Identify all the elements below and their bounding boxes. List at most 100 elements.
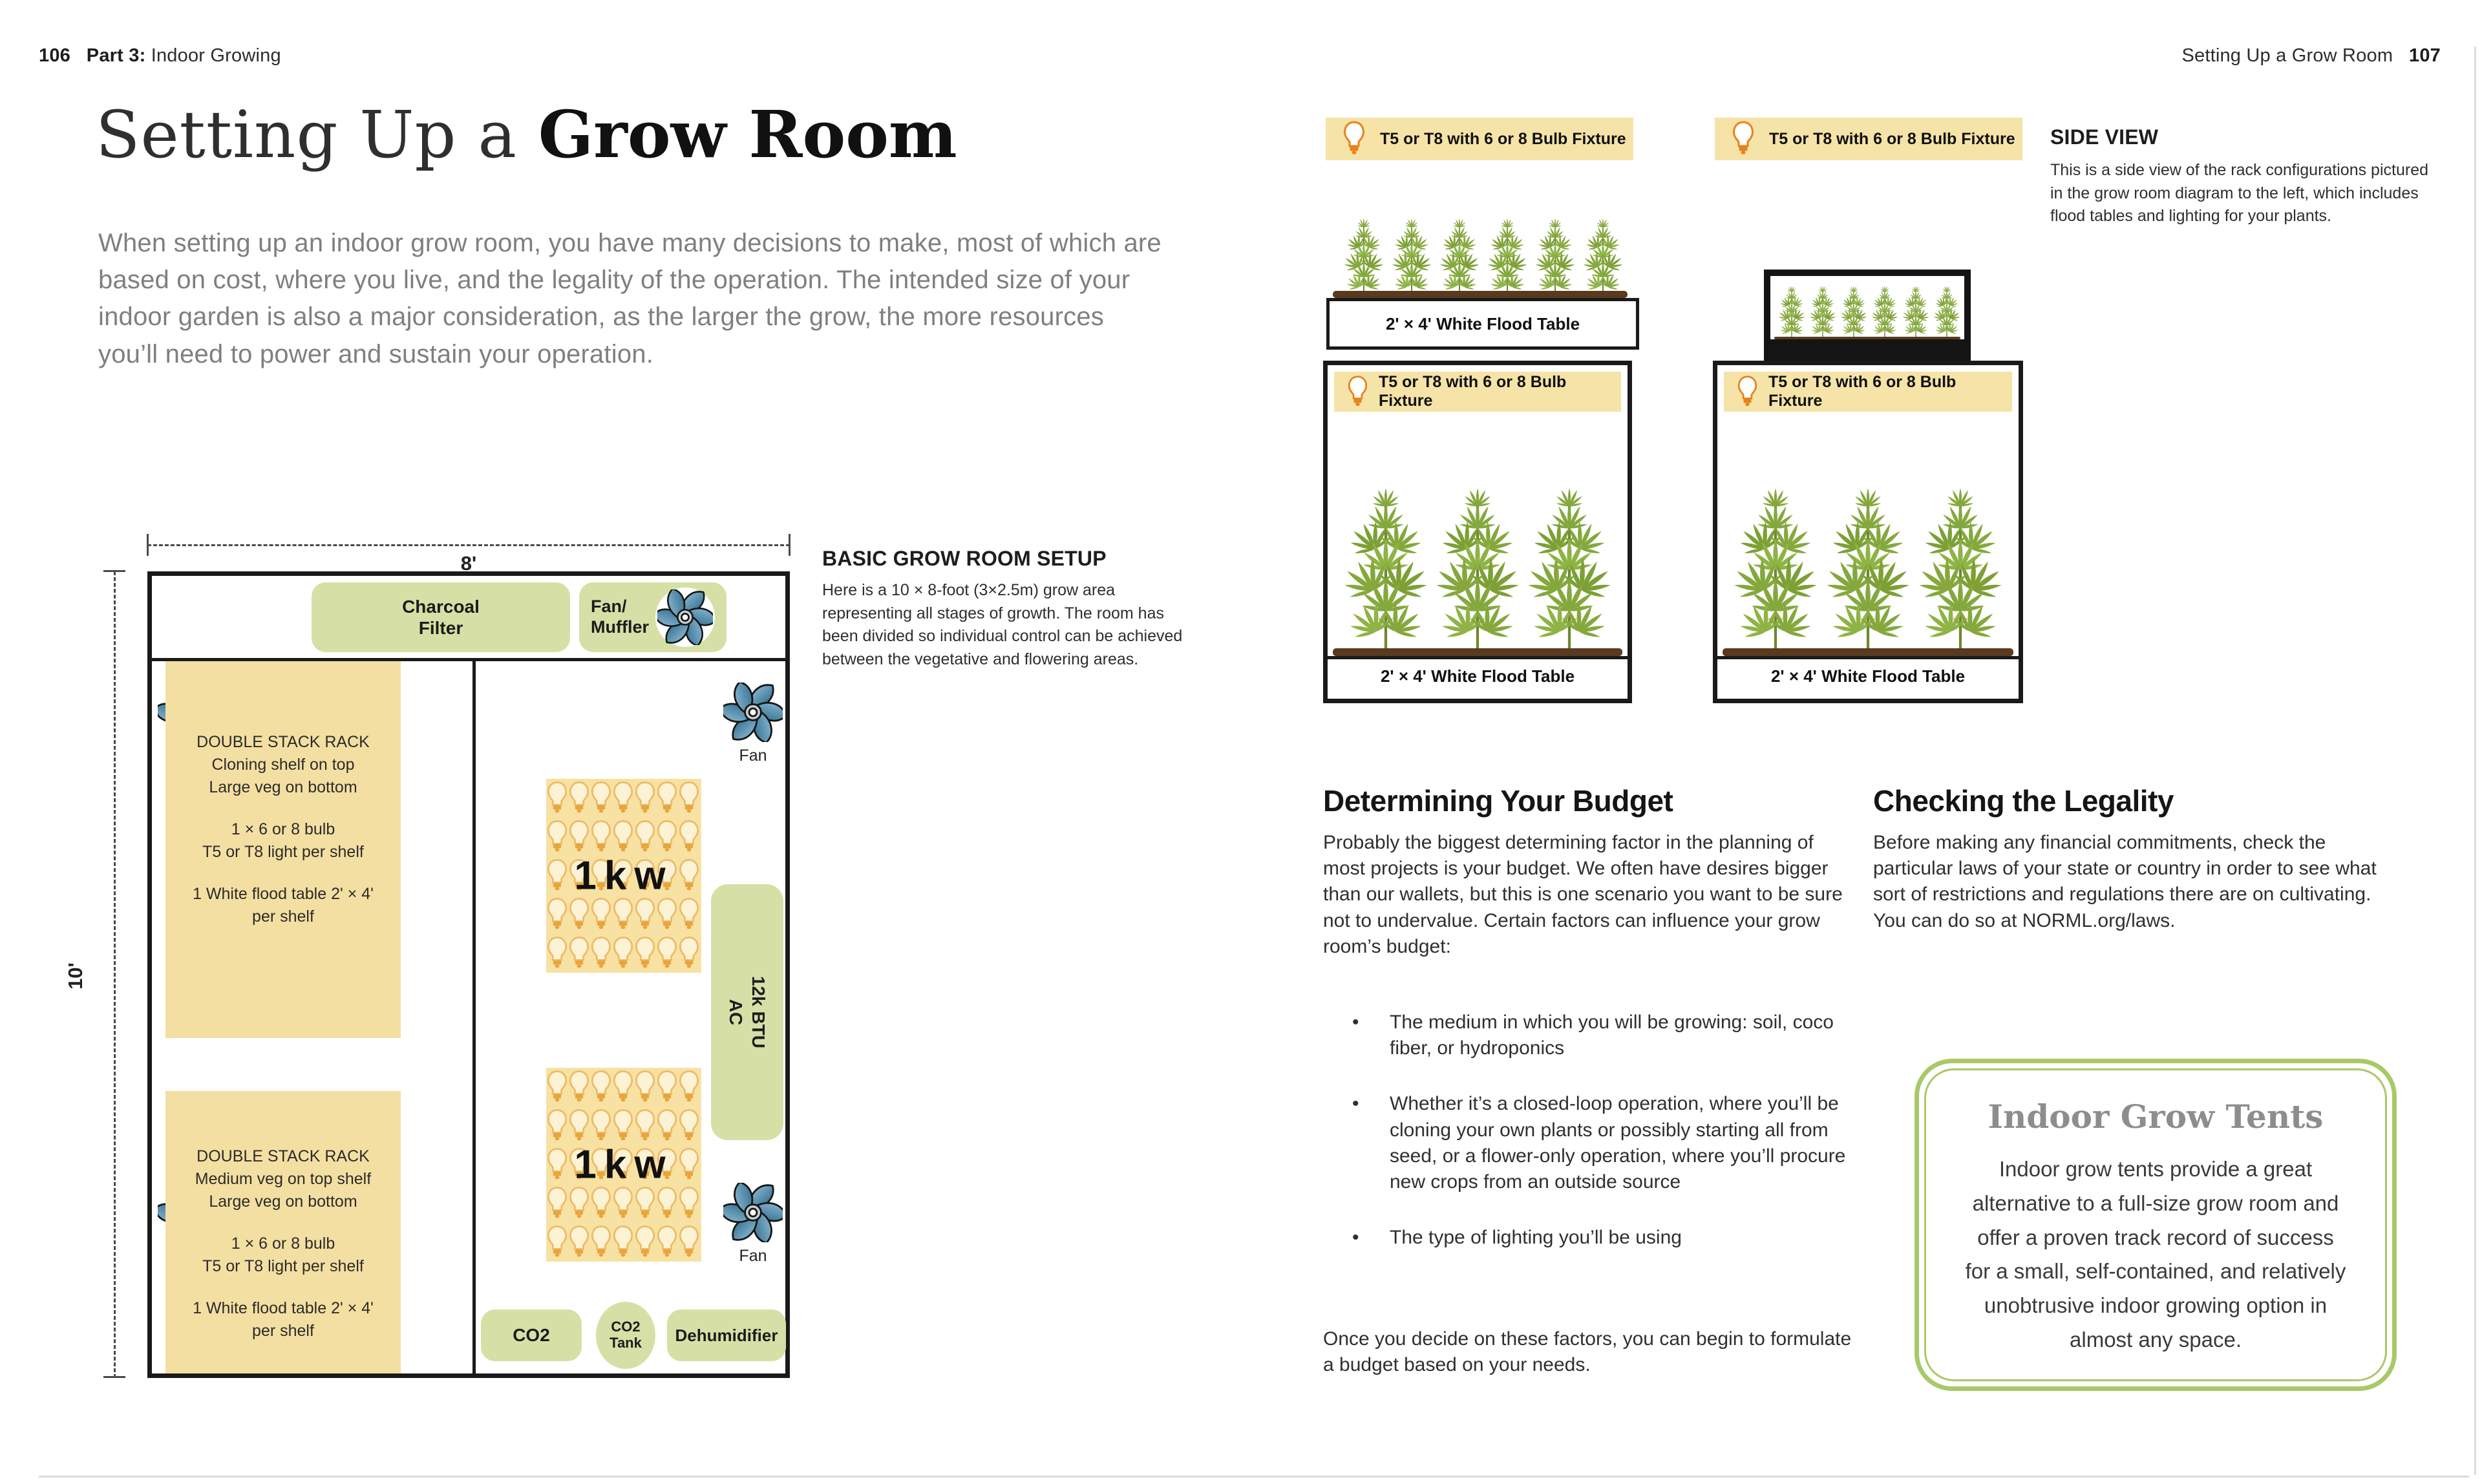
right-header-title: Setting Up a Grow Room xyxy=(2181,45,2393,66)
charcoal-filter-label: Charcoal xyxy=(402,596,480,617)
budget-bullet-list: • The medium in which you will be growin… xyxy=(1352,1010,1850,1280)
bulb-icon xyxy=(679,1109,699,1141)
plant-icon xyxy=(1931,285,1963,338)
dimension-tick xyxy=(147,534,149,556)
co2-tank-label2: Tank xyxy=(610,1335,642,1351)
bulb-icon xyxy=(679,1187,699,1219)
rack-line: per shelf xyxy=(252,1322,314,1340)
co2-box: CO2 xyxy=(481,1309,582,1361)
left-page-header: 106 Part 3: Indoor Growing xyxy=(39,45,281,67)
bulb-icon xyxy=(613,1109,633,1141)
side-view-panel-1: T5 or T8 with 6 or 8 Bulb Fixture 2' × 4… xyxy=(1323,361,1632,703)
bulb-icon xyxy=(1344,121,1364,155)
width-dimension-line xyxy=(147,544,790,546)
width-dimension-label: 8' xyxy=(460,552,477,575)
flood-table-1: 2' × 4' White Flood Table xyxy=(1326,298,1639,350)
bulb-icon xyxy=(657,1109,677,1141)
bulb-icon xyxy=(1733,121,1754,155)
bulb-icon xyxy=(635,898,655,930)
bulb-icon xyxy=(547,820,567,853)
rack-line: DOUBLE STACK RACK xyxy=(196,1147,370,1165)
fan-icon xyxy=(657,589,713,645)
part-title: Indoor Growing xyxy=(151,45,281,66)
rack-line: Large veg on bottom xyxy=(209,1192,357,1211)
fan-muffler-label: Fan/ xyxy=(591,597,627,617)
part-label: Part 3: xyxy=(86,45,146,66)
bulb-icon xyxy=(613,898,633,930)
bulb-icon xyxy=(547,781,567,814)
bulb-icon xyxy=(569,1225,589,1258)
bulb-icon xyxy=(569,781,589,814)
bulb-icon xyxy=(679,937,699,969)
fan-icon xyxy=(723,683,783,742)
page-title-bold: Grow Room xyxy=(538,96,957,173)
room-divider-horizontal xyxy=(150,658,787,661)
bulb-icon xyxy=(569,937,589,969)
bulb-icon xyxy=(547,1070,567,1103)
bulb-icon xyxy=(635,1187,655,1219)
dehumidifier-label: Dehumidifier xyxy=(675,1325,778,1345)
fan-unit: Fan xyxy=(721,683,785,765)
bulb-icon xyxy=(569,1109,589,1141)
fixture-label: T5 or T8 with 6 or 8 Bulb Fixture xyxy=(1380,129,1626,148)
dimension-tick xyxy=(103,1376,125,1378)
bulb-icon xyxy=(635,937,655,969)
fan-muffler-box: Fan/ Muffler xyxy=(579,582,727,652)
bullet-icon: • xyxy=(1352,1227,1359,1249)
bulb-icon xyxy=(635,781,655,814)
legality-heading: Checking the Legality xyxy=(1873,784,2174,818)
bulb-icon xyxy=(591,898,611,930)
bulb-icon xyxy=(591,1109,611,1141)
bulb-icon xyxy=(613,781,633,814)
height-dimension-label: 10' xyxy=(63,962,87,990)
room-divider-vertical xyxy=(472,658,476,1375)
budget-closing: Once you decide on these factors, you ca… xyxy=(1323,1328,1852,1376)
plant-icon xyxy=(1520,485,1618,651)
bulb-icon xyxy=(635,1225,655,1258)
fixture-banner-1: T5 or T8 with 6 or 8 Bulb Fixture xyxy=(1326,118,1633,160)
stacked-rack-side-view xyxy=(1764,270,1971,363)
soil-strip xyxy=(1774,337,1960,339)
rack-line: per shelf xyxy=(252,907,314,926)
bullet-text: Whether it’s a closed-loop operation, wh… xyxy=(1390,1093,1846,1192)
co2-tank-label: CO2 xyxy=(611,1319,641,1335)
grow-tents-body: Indoor grow tents provide a great altern… xyxy=(1965,1157,2346,1352)
bulb-icon xyxy=(657,820,677,853)
bulb-icon xyxy=(547,1225,567,1258)
bulb-icon xyxy=(657,1187,677,1219)
plant-icon xyxy=(1869,285,1901,338)
bulb-icon xyxy=(569,898,589,930)
co2-label: CO2 xyxy=(513,1325,550,1346)
page-edge-bottom xyxy=(39,1476,2469,1478)
bulb-icon xyxy=(591,1070,611,1103)
list-item: • The medium in which you will be growin… xyxy=(1352,1010,1850,1061)
soil-strip xyxy=(1723,648,2013,656)
plant-icon xyxy=(1911,485,2010,651)
budget-heading: Determining Your Budget xyxy=(1323,784,1673,818)
light-panel-label: 1kw xyxy=(574,853,674,898)
bulb-icon xyxy=(635,1070,655,1103)
right-page-header: Setting Up a Grow Room 107 xyxy=(2181,45,2441,67)
rack-line: DOUBLE STACK RACK xyxy=(196,733,370,751)
diagram-caption-body: Here is a 10 × 8-foot (3×2.5m) grow area… xyxy=(822,581,1183,668)
plant-icon xyxy=(1428,485,1527,651)
plant-icon xyxy=(1807,285,1839,338)
bulb-icon xyxy=(613,937,633,969)
bulb-icon xyxy=(591,781,611,814)
bulb-icon xyxy=(635,820,655,853)
page-title: Setting Up a Grow Room xyxy=(96,102,957,167)
page-edge-right xyxy=(2474,47,2476,1475)
double-stack-rack-2: DOUBLE STACK RACK Medium veg on top shel… xyxy=(165,1091,401,1373)
fan-label: Fan xyxy=(739,1247,767,1265)
fixture-label: T5 or T8 with 6 or 8 Bulb Fixture xyxy=(1379,373,1567,410)
intro-paragraph: When setting up an indoor grow room, you… xyxy=(98,229,1161,368)
rack-line: Large veg on bottom xyxy=(209,778,357,796)
bulb-icon xyxy=(657,1225,677,1258)
dimension-tick xyxy=(103,570,125,572)
bulb-icon xyxy=(613,1070,633,1103)
ac-line1: 12k BTU xyxy=(748,975,769,1049)
grow-tents-inner-border: Indoor Grow Tents Indoor grow tents prov… xyxy=(1924,1068,2387,1381)
bulb-icon xyxy=(547,1187,567,1219)
plant-icon xyxy=(1337,485,1435,651)
